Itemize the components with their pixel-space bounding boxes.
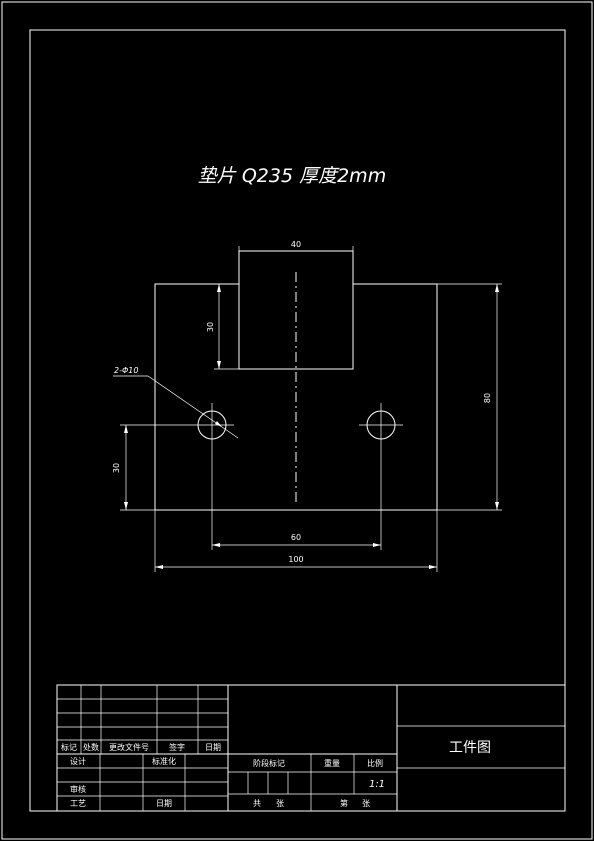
dim-100-arrow-left xyxy=(155,565,163,569)
title-block xyxy=(56,684,566,812)
tb-count: 处数 xyxy=(83,742,99,752)
tb-weight: 重量 xyxy=(324,758,340,768)
tb-standardization: 标准化 xyxy=(152,756,176,766)
tb-design: 设计 xyxy=(70,756,86,766)
dim-hole30-arrow-top xyxy=(124,425,128,433)
tb-signature: 签字 xyxy=(169,742,185,752)
dim-60-label: 60 xyxy=(291,533,301,542)
dim-80-label: 80 xyxy=(483,393,492,403)
dim-30-arrow-top xyxy=(217,284,221,292)
tb-process: 工艺 xyxy=(70,799,86,808)
tb-review: 审核 xyxy=(70,784,86,794)
dim-60-arrow-left xyxy=(212,543,220,547)
tb-total: 共 xyxy=(253,799,261,808)
hole-callout-label: 2-Φ10 xyxy=(114,366,138,375)
dim-100-label: 100 xyxy=(288,555,303,564)
dim-60-arrow-right xyxy=(373,543,381,547)
tb-mark: 标记 xyxy=(61,742,77,752)
tb-drawing-name: 工件图 xyxy=(449,740,491,756)
dim-hole30-arrow-bottom xyxy=(124,502,128,510)
dim-hole30-label: 30 xyxy=(112,463,121,473)
tb-scale-value: 1:1 xyxy=(369,779,385,790)
tb-change-doc: 更改文件号 xyxy=(109,742,149,752)
tb-ratio: 比例 xyxy=(367,758,383,768)
tb-sheet: 张 xyxy=(276,799,284,808)
dim-40-label: 40 xyxy=(291,240,301,249)
tb-page: 第 xyxy=(340,798,348,808)
hole-callout-arrow xyxy=(215,421,222,427)
inner-frame xyxy=(29,29,566,812)
tb-sheet2: 张 xyxy=(362,799,370,808)
tb-date: 日期 xyxy=(205,743,221,752)
dim-30-arrow-bottom xyxy=(217,361,221,369)
tb-stage-mark: 阶段标记 xyxy=(253,758,285,768)
dim-100-arrow-right xyxy=(429,565,437,569)
dim-80-arrow-top xyxy=(495,284,499,292)
tb-date2: 日期 xyxy=(156,799,172,808)
dim-30-label: 30 xyxy=(206,322,215,332)
hole-callout-leader xyxy=(147,375,239,439)
drawing-title: 垫片 Q235 厚度2mm xyxy=(198,165,386,187)
dim-80-arrow-bottom xyxy=(495,502,499,510)
